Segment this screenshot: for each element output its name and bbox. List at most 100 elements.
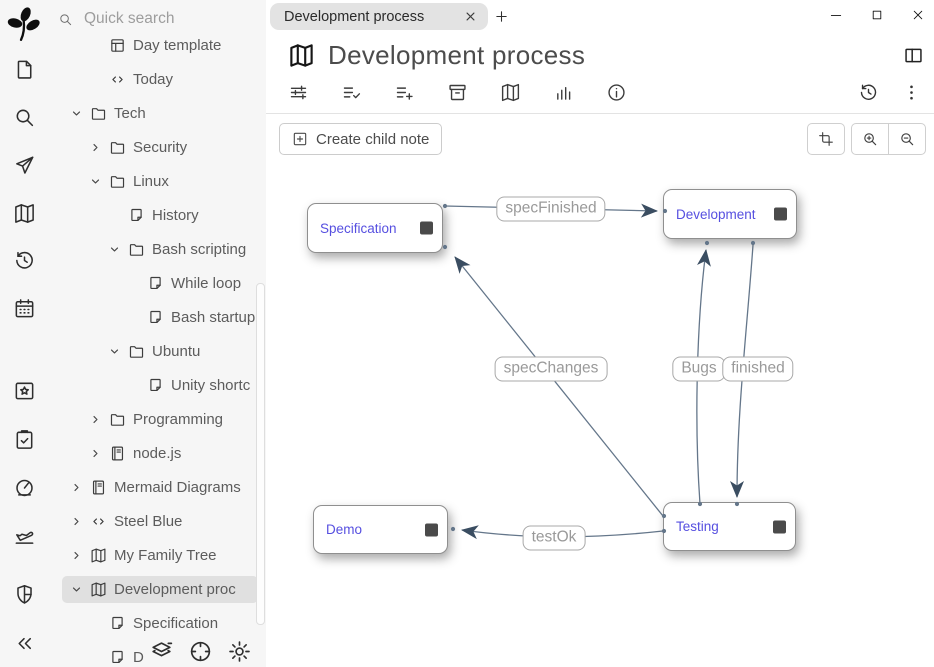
- zoom-in-button[interactable]: [851, 123, 889, 155]
- create-split-button[interactable]: [903, 45, 924, 66]
- resize-handle[interactable]: [773, 520, 786, 533]
- minimize-button[interactable]: [829, 8, 843, 22]
- map-node-testing[interactable]: Testing: [663, 502, 796, 551]
- launcher-travel-button[interactable]: [13, 524, 36, 547]
- tree-item-unity-shortc[interactable]: Unity shortc: [119, 372, 258, 399]
- ribbon-tab-note-info[interactable]: [606, 82, 627, 103]
- close-window-button[interactable]: [911, 8, 925, 22]
- chevron-right-icon[interactable]: [70, 515, 83, 528]
- reset-pan-zoom-button[interactable]: [807, 123, 845, 155]
- chevron-right-icon[interactable]: [89, 447, 102, 460]
- note-title[interactable]: Development process: [328, 40, 586, 70]
- launcher-search-button[interactable]: [13, 106, 36, 129]
- chevron-right-icon[interactable]: [89, 413, 102, 426]
- chevron-down-icon[interactable]: [108, 345, 121, 358]
- resize-handle[interactable]: [774, 207, 787, 221]
- tree-item-day-template[interactable]: Day template: [81, 32, 258, 59]
- map-node-link[interactable]: Demo: [326, 522, 363, 537]
- tree-item-specification[interactable]: Specification: [81, 610, 258, 637]
- launcher-metrics-button[interactable]: [13, 476, 36, 499]
- map-node-demo[interactable]: Demo: [313, 505, 448, 554]
- note-revisions-button[interactable]: [858, 82, 879, 103]
- sync-button[interactable]: [188, 639, 213, 664]
- launcher-protected-session-button[interactable]: [13, 583, 36, 606]
- tree-scrollbar[interactable]: [256, 283, 265, 625]
- maximize-button[interactable]: [870, 8, 884, 22]
- launcher-collapse-tree-button[interactable]: [13, 632, 36, 655]
- chevron-right-icon[interactable]: [89, 141, 102, 154]
- ribbon-tab-similar-notes[interactable]: [553, 82, 574, 103]
- layers-icon: [152, 642, 173, 657]
- stacked-layers-button[interactable]: [149, 639, 174, 664]
- chevron-right-icon[interactable]: [70, 549, 83, 562]
- tree-item-my-family-tree[interactable]: My Family Tree: [62, 542, 258, 569]
- expander-spacer: [127, 277, 140, 290]
- tab-development-process[interactable]: Development process: [270, 3, 488, 30]
- quick-search-input[interactable]: [82, 9, 236, 29]
- tree-item-bash-scripting[interactable]: Bash scripting: [100, 236, 258, 263]
- launcher-recent-changes-button[interactable]: [13, 249, 36, 272]
- chevron-down-icon[interactable]: [70, 583, 83, 596]
- map-node-link[interactable]: Development: [676, 206, 756, 222]
- expander-spacer: [89, 39, 102, 52]
- tree-item-bash-startup[interactable]: Bash startup: [119, 304, 258, 331]
- resize-handle[interactable]: [420, 221, 433, 235]
- edge-label-finished[interactable]: finished: [722, 356, 794, 382]
- tree-item-node-js[interactable]: node.js: [81, 440, 258, 467]
- tree-item-history[interactable]: History: [100, 202, 258, 229]
- tree-item-steel-blue[interactable]: Steel Blue: [62, 508, 258, 535]
- settings-button[interactable]: [227, 639, 252, 664]
- chevron-down-icon: [110, 247, 119, 252]
- folder-icon: [129, 244, 144, 256]
- close-icon: [913, 10, 923, 20]
- trilium-logo-icon: [7, 7, 40, 41]
- new-tab-button[interactable]: [494, 9, 509, 24]
- edge-label-testOk[interactable]: testOk: [522, 525, 586, 551]
- map-icon: [91, 582, 106, 597]
- resize-handle[interactable]: [425, 523, 438, 536]
- ribbon-tab-inherited-attributes[interactable]: [394, 82, 415, 103]
- launcher-jump-to-note-button[interactable]: [13, 154, 36, 177]
- chevron-down-icon[interactable]: [108, 243, 121, 256]
- map-node-link[interactable]: Testing: [676, 519, 719, 534]
- tree-item-tech[interactable]: Tech: [62, 100, 258, 127]
- more-options-button[interactable]: [901, 82, 922, 103]
- tree-item-while-loop[interactable]: While loop: [119, 270, 258, 297]
- tree-item-linux[interactable]: Linux: [81, 168, 258, 195]
- create-child-note-button[interactable]: Create child note: [279, 123, 443, 155]
- launcher-note-map-button[interactable]: [13, 202, 36, 225]
- tree-item-label: Programming: [133, 411, 224, 428]
- edge-label-specChanges[interactable]: specChanges: [494, 356, 608, 382]
- plus-box-icon: [293, 132, 307, 146]
- launcher-calendar-button[interactable]: [13, 297, 36, 320]
- tree-item-d[interactable]: D: [81, 644, 258, 667]
- tree-item-security[interactable]: Security: [81, 134, 258, 161]
- ribbon-tab-basic-properties[interactable]: [288, 82, 309, 103]
- ribbon-tab-owned-attributes[interactable]: [341, 82, 362, 103]
- tree-item-programming[interactable]: Programming: [81, 406, 258, 433]
- collapse-tree-icon: [18, 637, 32, 650]
- zoom-out-button[interactable]: [888, 123, 926, 155]
- tree-item-development-proc[interactable]: Development proc: [62, 576, 258, 603]
- chevron-down-icon[interactable]: [70, 107, 83, 120]
- map-node-specification[interactable]: Specification: [307, 203, 443, 253]
- tree-item-today[interactable]: Today: [81, 66, 258, 93]
- tree-item-ubuntu[interactable]: Ubuntu: [100, 338, 258, 365]
- tree-item-mermaid-diagrams[interactable]: Mermaid Diagrams: [62, 474, 258, 501]
- folder-icon: [128, 241, 145, 258]
- edge-label-Bugs[interactable]: Bugs: [672, 356, 726, 382]
- travel-icon: [15, 531, 34, 544]
- window-controls: [829, 8, 925, 22]
- chevron-right-icon[interactable]: [70, 481, 83, 494]
- map-node-development[interactable]: Development: [663, 189, 797, 239]
- launcher-task-manager-button[interactable]: [13, 428, 36, 451]
- chevron-down-icon[interactable]: [89, 175, 102, 188]
- launcher-new-note-button[interactable]: [13, 58, 36, 81]
- ribbon-tab-note-paths[interactable]: [447, 82, 468, 103]
- launcher-bookmarks-button[interactable]: [13, 379, 36, 402]
- tab-close-button[interactable]: [463, 9, 478, 24]
- edge-label-specFinished[interactable]: specFinished: [496, 196, 606, 222]
- map-node-link[interactable]: Specification: [320, 220, 397, 236]
- ribbon-tab-note-map[interactable]: [500, 82, 521, 103]
